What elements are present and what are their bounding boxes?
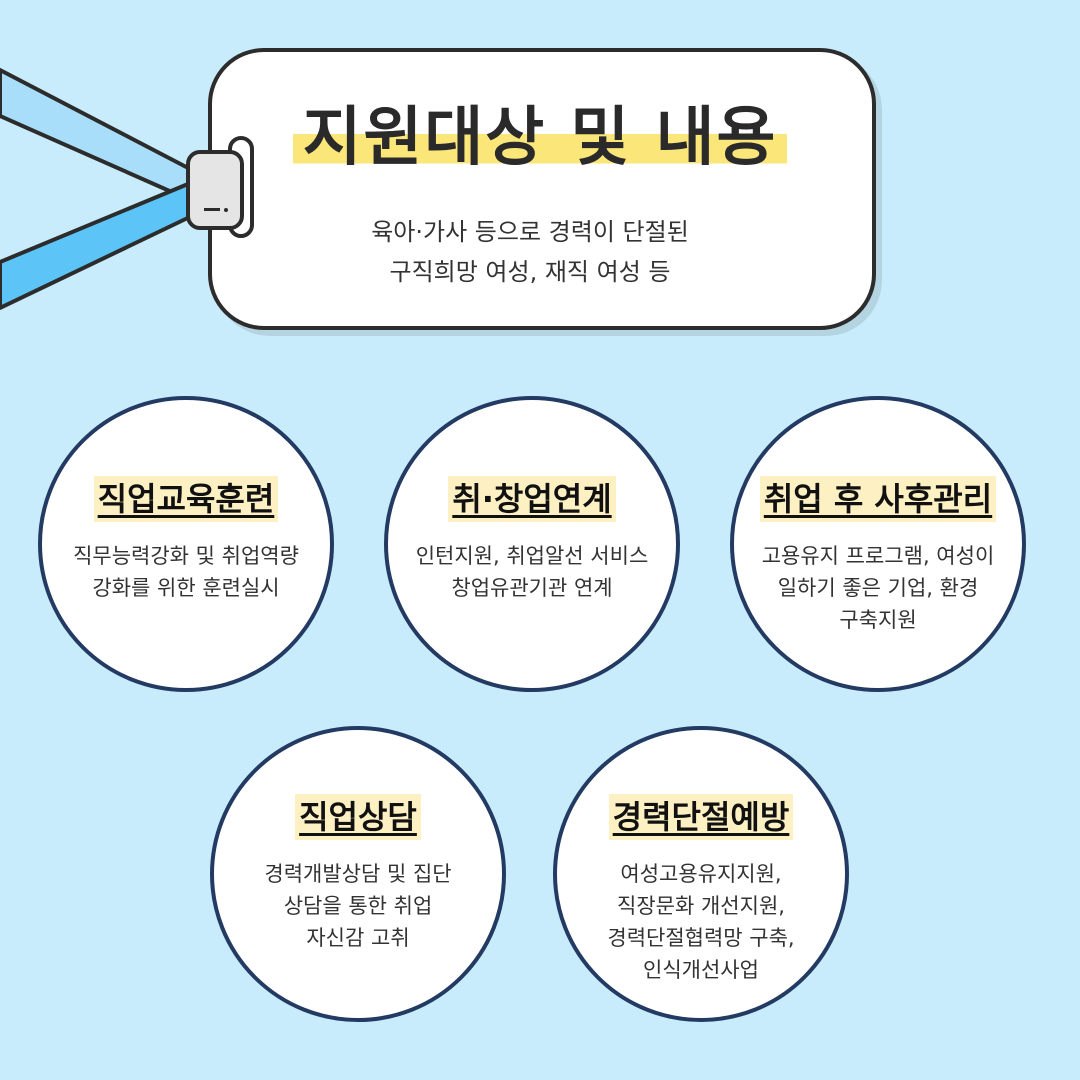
circle-heading: 경력단절예방 bbox=[608, 794, 794, 840]
circle-body: 고용유지 프로그램, 여성이 일하기 좋은 기업, 환경 구축지원 bbox=[740, 540, 1016, 636]
circle-heading-wrap: 취업 후 사후관리 bbox=[734, 476, 1022, 522]
circle-text-line: 경력개발상담 및 집단 bbox=[264, 862, 452, 886]
page-title: 지원대상 및 내용 bbox=[292, 98, 788, 178]
circle-body: 인턴지원, 취업알선 서비스 창업유관기관 연계 bbox=[394, 540, 670, 604]
subtitle-line-2: 구직희망 여성, 재직 여성 등 bbox=[389, 258, 671, 286]
title-container: 지원대상 및 내용 bbox=[290, 98, 790, 178]
circle-text-line: 고용유지 프로그램, 여성이 bbox=[761, 544, 995, 568]
circle-text-line: 상담을 통한 취업 bbox=[283, 894, 433, 918]
circle-body: 경력개발상담 및 집단 상담을 통한 취업 자신감 고취 bbox=[220, 858, 496, 954]
circle-heading-wrap: 취·창업연계 bbox=[388, 476, 676, 522]
circle-text-line: 강화를 위한 훈련실시 bbox=[92, 576, 280, 600]
circle-text-line: 자신감 고취 bbox=[306, 926, 410, 950]
circle-text-line: 일하기 좋은 기업, 환경 bbox=[777, 576, 979, 600]
circle-vocational-training: 직업교육훈련 직무능력강화 및 취업역량 강화를 위한 훈련실시 bbox=[38, 396, 334, 692]
circle-heading: 직업상담 bbox=[295, 794, 421, 840]
circle-aftercare: 취업 후 사후관리 고용유지 프로그램, 여성이 일하기 좋은 기업, 환경 구… bbox=[730, 396, 1026, 692]
circle-career-counseling: 직업상담 경력개발상담 및 집단 상담을 통한 취업 자신감 고취 bbox=[210, 726, 506, 1022]
circle-heading: 취·창업연계 bbox=[448, 476, 616, 522]
circle-text-line: 인턴지원, 취업알선 서비스 bbox=[415, 544, 649, 568]
circle-body: 직무능력강화 및 취업역량 강화를 위한 훈련실시 bbox=[48, 540, 324, 604]
tag-clip-icon bbox=[186, 150, 244, 230]
circle-body: 여성고용유지지원, 직장문화 개선지원, 경력단절협력망 구축, 인식개선사업 bbox=[563, 858, 839, 986]
circle-heading: 취업 후 사후관리 bbox=[759, 476, 997, 522]
circle-text-line: 직무능력강화 및 취업역량 bbox=[73, 544, 299, 568]
circle-text-line: 구축지원 bbox=[839, 608, 917, 632]
circle-heading-wrap: 직업상담 bbox=[214, 794, 502, 840]
circle-text-line: 여성고용유지지원, bbox=[620, 862, 782, 886]
info-tag-card bbox=[208, 48, 876, 330]
circle-heading: 직업교육훈련 bbox=[93, 476, 279, 522]
page-subtitle: 육아·가사 등으로 경력이 단절된 구직희망 여성, 재직 여성 등 bbox=[230, 212, 830, 292]
circle-text-line: 창업유관기관 연계 bbox=[451, 576, 613, 600]
circle-employment-link: 취·창업연계 인턴지원, 취업알선 서비스 창업유관기관 연계 bbox=[384, 396, 680, 692]
circle-text-line: 인식개선사업 bbox=[643, 958, 759, 982]
circle-text-line: 직장문화 개선지원, bbox=[617, 894, 785, 918]
circle-career-break-prevention: 경력단절예방 여성고용유지지원, 직장문화 개선지원, 경력단절협력망 구축, … bbox=[553, 726, 849, 1022]
subtitle-line-1: 육아·가사 등으로 경력이 단절된 bbox=[371, 218, 689, 246]
circle-heading-wrap: 경력단절예방 bbox=[557, 794, 845, 840]
circle-heading-wrap: 직업교육훈련 bbox=[42, 476, 330, 522]
circle-text-line: 경력단절협력망 구축, bbox=[607, 926, 795, 950]
